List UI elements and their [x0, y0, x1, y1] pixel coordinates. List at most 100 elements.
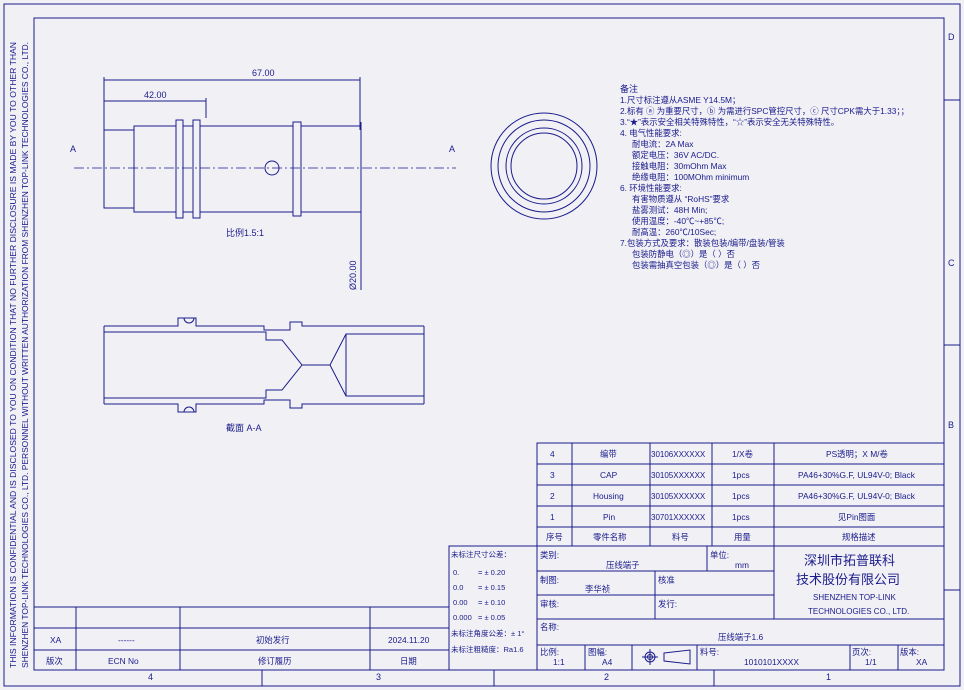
note-line: 额定电压：36V AC/DC. [632, 150, 719, 160]
note-line: 6. 环境性能要求: [620, 183, 682, 193]
zone-right-b: B [948, 420, 954, 430]
tolerance-title: 未标注尺寸公差： [451, 549, 511, 559]
check-label: 核准 [658, 575, 675, 585]
note-line: 有害物质遵从 “RoHS”要求 [632, 194, 730, 204]
unit-value: mm [735, 560, 749, 570]
note-line: 4. 电气性能要求: [620, 128, 682, 138]
bom-num: 3 [550, 470, 555, 480]
category-label: 类别: [540, 550, 559, 560]
bom-name: 编带 [600, 449, 617, 459]
note-line: 使用温度：-40℃~+85℃; [632, 216, 724, 226]
bom-header-name: 零件名称 [593, 532, 627, 542]
tolerance-val: = ± 0.10 [478, 598, 505, 607]
bom-name: Housing [593, 491, 624, 501]
note-line: 耐高温：260℃/10Sec; [632, 227, 716, 237]
bom-part: 30106XXXXXX [651, 450, 706, 459]
sheet-label: 图幅: [588, 647, 607, 657]
bom-header-num: 序号 [546, 532, 563, 542]
scale-label: 比例1.5:1 [226, 227, 264, 238]
revision-ecn: ------ [118, 635, 135, 645]
bom-qty: 1pcs [732, 470, 750, 480]
bom-spec: 见Pin图面 [838, 512, 875, 522]
section-mark-right: A [449, 144, 455, 154]
bom-spec: PA46+30%G.F, UL94V-0; Black [798, 470, 916, 480]
note-line: 1.尺寸标注遵从ASME Y14.5M； [620, 95, 740, 105]
bom-spec: PS透明；X M/卷 [826, 449, 889, 459]
bom-num: 2 [550, 491, 555, 501]
bom-num: 1 [550, 512, 555, 522]
note-line: 3.“★”表示安全相关特殊特性，“☆”表示安全无关特殊特性。 [620, 117, 839, 127]
note-line: 盐雾测试：48H Min; [632, 205, 707, 215]
name-value: 压线端子1.6 [718, 632, 763, 642]
part-value: 1010101XXXX [744, 657, 799, 667]
sheet-value: A4 [602, 657, 613, 667]
page-label: 页次: [852, 647, 871, 657]
tolerance-fmt: 0. [453, 568, 459, 577]
tolerance-fmt: 0.00 [453, 598, 468, 607]
scale-label-tb: 比例: [540, 647, 559, 657]
tolerance-angle: 未标注角度公差：± 1° [451, 628, 524, 638]
company-en-2: TECHNOLOGIES CO., LTD. [808, 607, 909, 616]
drafter-label: 制图: [540, 575, 559, 585]
tolerance-fmt: 0.000 [453, 613, 472, 622]
review-label: 审核: [540, 599, 559, 609]
zone-bottom-2: 2 [604, 672, 609, 682]
revision-header-ver: 版次 [46, 656, 63, 666]
section-view [103, 317, 425, 413]
bom-header-part: 料号 [672, 532, 689, 542]
bom-part: 30701XXXXXX [651, 513, 706, 522]
tolerance-fmt: 0.0 [453, 583, 463, 592]
category-value: 压线端子 [606, 560, 640, 570]
bom-name: CAP [600, 470, 618, 480]
tolerance-val: = ± 0.05 [478, 613, 505, 622]
part-label: 料号: [700, 647, 719, 657]
tolerance-val: = ± 0.15 [478, 583, 505, 592]
section-mark-left: A [70, 144, 76, 154]
bom-header-qty: 用量 [734, 532, 751, 542]
drafter-value: 李华祯 [585, 584, 610, 594]
dim-partial-length: 42.00 [144, 90, 167, 100]
note-line: 2.标有 ⓐ 为重要尺寸，ⓑ 为需进行SPC管控尺寸，ⓒ 尺寸CPK需大于1.3… [620, 106, 909, 116]
zone-right-c: C [948, 258, 955, 268]
notes-block: 备注 1.尺寸标注遵从ASME Y14.5M； 2.标有 ⓐ 为重要尺寸，ⓑ 为… [620, 83, 909, 270]
version-value: XA [916, 657, 928, 667]
revision-desc: 初始发行 [256, 635, 290, 645]
side-view [103, 77, 362, 290]
bom-part: 30105XXXXXX [651, 471, 706, 480]
end-view [490, 112, 598, 220]
revision-header-desc: 修订履历 [258, 656, 292, 666]
company-en-1: SHENZHEN TOP-LINK [813, 593, 896, 602]
tolerance-val: = ± 0.20 [478, 568, 505, 577]
bom-header-spec: 规格描述 [842, 532, 876, 542]
confidential-notice-1: THIS INFORMATION IS CONFIDENTIAL AND IS … [9, 42, 18, 668]
company-cn-2: 技术股份有限公司 [796, 572, 900, 587]
note-line: 耐电流：2A Max [632, 139, 694, 149]
dim-diameter: Ø20.00 [348, 260, 358, 290]
note-line: 备注 [620, 83, 638, 94]
note-line: 绝缘电阻：100MOhm minimum [632, 172, 749, 182]
zone-right-d: D [948, 32, 955, 42]
unit-label: 单位: [710, 550, 729, 560]
bom-num: 4 [550, 449, 555, 459]
tolerance-roughness: 未标注粗糙度：Ra1.6 [451, 644, 524, 654]
title-block [536, 545, 945, 671]
scale-value: 1:1 [553, 657, 565, 667]
zone-bottom-1: 1 [826, 672, 831, 682]
revision-header-date: 日期 [400, 656, 417, 666]
bom-qty: 1pcs [732, 491, 750, 501]
revision-header-ecn: ECN No [108, 656, 139, 666]
bom-name: Pin [603, 512, 615, 522]
bom-spec: PA46+30%G.F, UL94V-0; Black [798, 491, 916, 501]
note-line: 包装需抽真空包装（◎）是（ ）否 [632, 260, 761, 270]
bom-qty: 1pcs [732, 512, 750, 522]
revision-block [34, 606, 449, 670]
company-cn-1: 深圳市拓普联科 [804, 553, 895, 568]
page-value: 1/1 [865, 657, 877, 667]
issue-label: 发行: [658, 599, 677, 609]
note-line: 7.包装方式及要求：散装包装/编带/盘装/管装 [620, 238, 785, 248]
bom-qty: 1/X卷 [732, 449, 754, 459]
zone-bottom-4: 4 [148, 672, 153, 682]
zone-bottom-3: 3 [376, 672, 381, 682]
note-line: 接触电阻：30mOhm Max [632, 161, 727, 171]
note-line: 包装防静电（◎）是（ ）否 [632, 249, 735, 259]
